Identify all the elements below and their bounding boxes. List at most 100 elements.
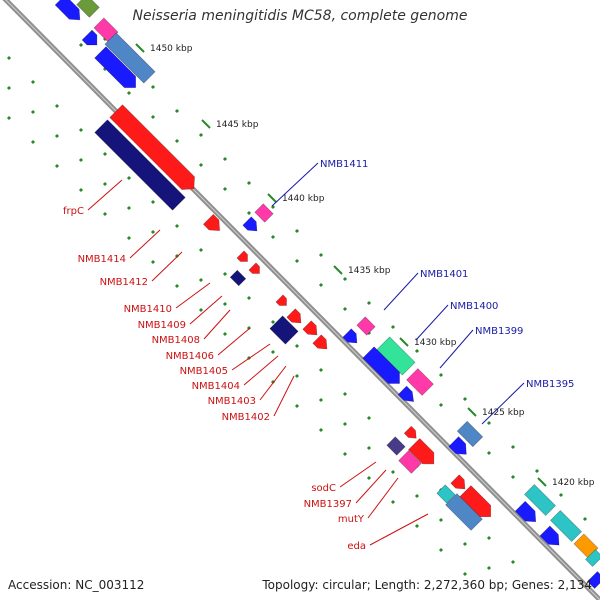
gene-label: frpC xyxy=(63,206,84,217)
gene-arrow xyxy=(448,436,467,455)
gene-feature xyxy=(436,484,456,504)
gene-feature xyxy=(408,438,435,465)
gene-box xyxy=(550,510,582,542)
gene-label: NMB1409 xyxy=(138,320,186,331)
label-leader xyxy=(273,375,295,417)
gene-arrow xyxy=(94,46,136,88)
gene-arrow xyxy=(54,0,81,21)
gene-feature xyxy=(248,262,260,274)
gene-arrow xyxy=(408,438,435,465)
gene-label: NMB1412 xyxy=(100,277,148,288)
gene-feature xyxy=(362,346,400,384)
label-leader xyxy=(367,477,399,519)
label-leader xyxy=(129,229,161,259)
track-dot xyxy=(78,157,84,163)
map-title: Neisseria meningitidis MC58, complete ge… xyxy=(132,8,468,24)
label-leader xyxy=(217,327,251,356)
gene-feature xyxy=(275,294,287,306)
track-dot xyxy=(102,211,108,217)
gene-feature xyxy=(398,450,422,474)
track-dot xyxy=(294,373,300,379)
gene-feature xyxy=(269,315,299,345)
gene-labels: frpCNMB1414NMB1412NMB1410NMB1409NMB1408N… xyxy=(63,159,574,552)
track-dot xyxy=(222,301,228,307)
gene-arrow xyxy=(236,250,248,262)
track-dot xyxy=(6,55,12,61)
gene-feature xyxy=(445,493,483,531)
track-dot xyxy=(342,451,348,457)
track-dot xyxy=(78,42,84,48)
gene-arrow xyxy=(514,500,537,523)
gene-label: sodC xyxy=(311,483,336,494)
gene-arrow xyxy=(312,334,328,350)
track-dot xyxy=(198,162,204,168)
track-dot xyxy=(174,108,180,114)
track-dot xyxy=(438,517,444,523)
track-dot xyxy=(486,535,492,541)
gene-label: NMB1406 xyxy=(166,351,214,362)
gene-feature xyxy=(302,320,318,336)
track-dot xyxy=(366,445,372,451)
track-dot xyxy=(342,276,348,282)
track-dot xyxy=(366,415,372,421)
track-dot xyxy=(582,516,588,522)
track-dot xyxy=(222,186,228,192)
gene-label: NMB1411 xyxy=(320,159,368,170)
gene-feature xyxy=(76,0,100,18)
track-dot xyxy=(222,331,228,337)
gene-label: NMB1401 xyxy=(420,269,468,280)
gene-arrow xyxy=(403,425,417,439)
tick-label: 1430 kbp xyxy=(414,338,457,348)
tick-label: 1435 kbp xyxy=(348,266,391,276)
track-dot xyxy=(342,421,348,427)
track-dot xyxy=(366,475,372,481)
gene-label: mutY xyxy=(338,514,365,525)
gene-feature xyxy=(254,203,274,223)
gene-label: NMB1397 xyxy=(304,499,352,510)
tick-label: 1425 kbp xyxy=(482,408,525,418)
gene-label: NMB1402 xyxy=(222,412,270,423)
tick-label: 1420 kbp xyxy=(552,478,595,488)
gene-label: NMB1408 xyxy=(152,335,200,346)
track-dot xyxy=(102,151,108,157)
feature-track-dots xyxy=(6,36,588,577)
label-leader xyxy=(355,469,387,504)
label-leader xyxy=(439,329,474,369)
gene-label: NMB1404 xyxy=(192,381,240,392)
tick-mark xyxy=(201,119,211,129)
track-dot xyxy=(174,223,180,229)
label-leader xyxy=(151,251,183,282)
label-leader xyxy=(259,365,287,401)
track-dot xyxy=(174,138,180,144)
track-dot xyxy=(294,228,300,234)
gene-feature xyxy=(109,104,195,190)
gene-feature xyxy=(312,334,328,350)
label-leader xyxy=(231,343,271,371)
gene-label: NMB1405 xyxy=(180,366,228,377)
gene-label: NMB1414 xyxy=(78,254,126,265)
track-dot xyxy=(414,493,420,499)
track-dot xyxy=(486,420,492,426)
label-leader xyxy=(369,513,429,546)
track-dot xyxy=(462,541,468,547)
track-dot xyxy=(198,247,204,253)
track-dot xyxy=(438,547,444,553)
gene-arrow xyxy=(286,308,302,324)
gene-feature xyxy=(448,436,467,455)
gene-features xyxy=(54,0,600,589)
gene-label: NMB1410 xyxy=(124,304,172,315)
track-dot xyxy=(270,234,276,240)
gene-box xyxy=(524,484,556,516)
tick-label: 1450 kbp xyxy=(150,44,193,54)
track-dot xyxy=(342,306,348,312)
track-dot xyxy=(246,295,252,301)
gene-label: NMB1399 xyxy=(475,326,523,337)
track-dot xyxy=(102,36,108,42)
track-dot xyxy=(318,252,324,258)
gene-box xyxy=(445,493,483,531)
track-dot xyxy=(150,199,156,205)
track-dot xyxy=(30,139,36,145)
